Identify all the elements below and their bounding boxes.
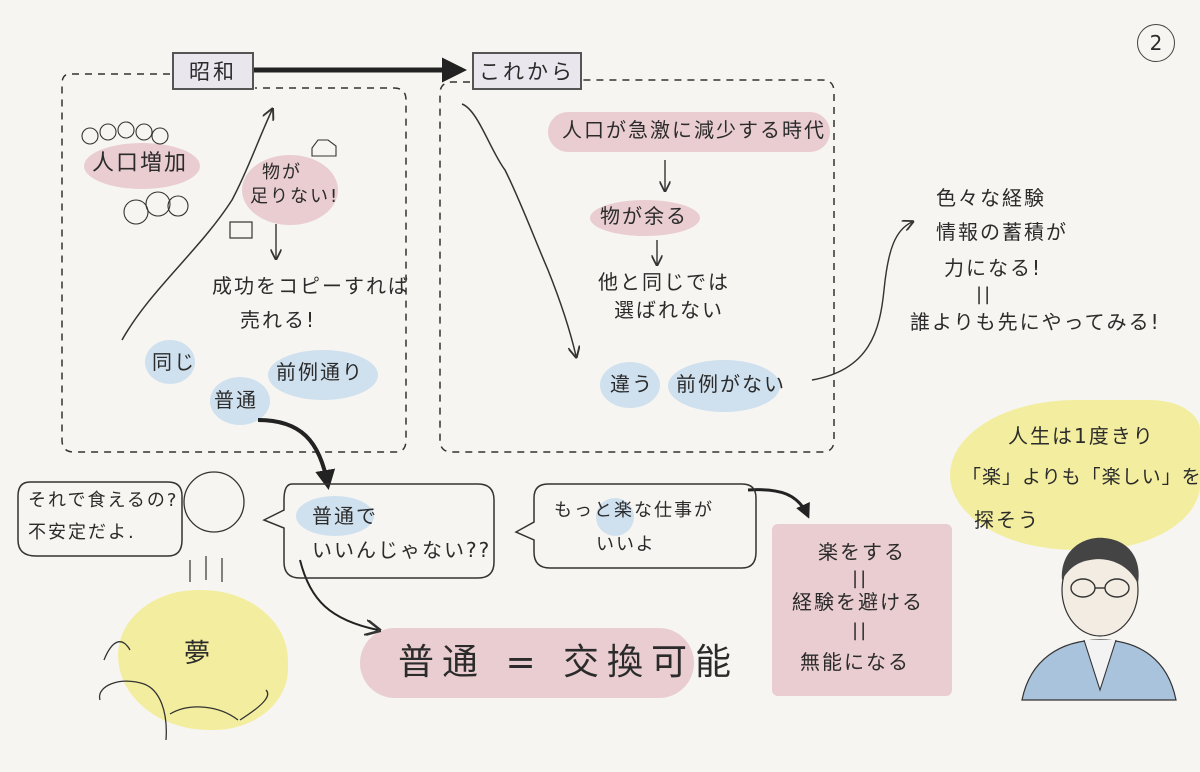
life-message-line1: 人生は1度きり (1008, 424, 1155, 448)
showa-frame (61, 73, 407, 453)
easy-box-line1: 楽をする (818, 540, 906, 564)
speech-middle-line1: 普通で (312, 504, 378, 528)
highlight-easy-in-speech (596, 498, 634, 536)
tag-no-precedent: 前例がない (676, 372, 786, 396)
success-copy-line2: 売れる! (240, 308, 317, 332)
highlight-shortage (242, 155, 338, 225)
tv-doodle (229, 221, 253, 239)
arrow-to-experience-note (811, 222, 912, 381)
page-number: 2 (1137, 24, 1175, 62)
experience-line1: 色々な経験 (936, 186, 1046, 210)
highlight-precedent (268, 350, 378, 400)
showa-header: 昭和 (172, 52, 254, 90)
experience-line3: 力になる! (944, 256, 1043, 280)
success-copy-line1: 成功をコピーすれば (212, 274, 410, 298)
easy-box-line2: 経験を避ける (792, 590, 924, 614)
life-message-line2: 「楽」よりも「楽しい」を (962, 466, 1200, 488)
dream-label: 夢 (184, 639, 213, 669)
tag-same: 同じ (152, 350, 196, 374)
future-frame (439, 79, 835, 453)
tag-precedent: 前例通り (276, 360, 364, 384)
presenter-glasses (1070, 578, 1130, 598)
speech-right-line1: もっと楽な仕事が (554, 500, 714, 521)
speech-bubble-middle (262, 483, 495, 579)
surplus-label: 物が余る (600, 204, 688, 228)
speech-left-line2: 不安定だよ. (28, 522, 136, 543)
highlight-population-increase (84, 143, 200, 189)
highlight-ordinary-speech (296, 496, 374, 536)
not-chosen-line1: 他と同じでは (598, 270, 730, 294)
speech-middle-line2: いいんじゃない?? (312, 538, 492, 562)
experience-line5: 誰よりも先にやってみる! (910, 310, 1161, 334)
presenter-collar (1083, 639, 1117, 692)
experience-line2: 情報の蓄積が (936, 220, 1068, 244)
arrow-speech-to-conclusion (299, 559, 378, 630)
speech-left-line1: それで食えるの? (28, 490, 179, 511)
dreamer-outline (99, 641, 269, 741)
speech-bubble-right (514, 483, 757, 569)
highlight-same (145, 340, 195, 384)
crowd-doodle (81, 121, 189, 225)
experience-equals: || (976, 284, 993, 305)
future-header: これから (472, 52, 582, 90)
highlight-surplus (590, 200, 700, 236)
car-doodle (311, 139, 337, 157)
life-message-line3: 探そう (974, 508, 1040, 532)
tag-ordinary: 普通 (214, 388, 258, 412)
arrow-ordinary-to-speech (257, 418, 336, 490)
highlight-population-decrease (548, 112, 830, 152)
easy-box-line3: 無能になる (800, 650, 910, 674)
highlight-different (600, 362, 660, 408)
rising-trend-line (121, 110, 272, 341)
easy-box-equals2: || (852, 620, 869, 641)
population-increase-label: 人口増加 (92, 151, 189, 176)
highlight-no-precedent (668, 360, 780, 412)
falling-trend-line (461, 103, 576, 356)
arrow-speech-to-easy-box (747, 488, 810, 519)
life-message-bubble (950, 400, 1200, 550)
speech-bubble-left (17, 481, 183, 557)
presenter-hair (1061, 537, 1139, 584)
speech-right-line2: いいよ (596, 534, 656, 555)
tag-different: 違う (610, 372, 654, 396)
shortage-label-line1: 物が (262, 162, 302, 183)
easy-box (772, 524, 952, 696)
worried-person-head (183, 471, 245, 533)
population-decrease-label: 人口が急激に減少する時代 (562, 118, 826, 142)
down-arrows (189, 556, 223, 582)
conclusion-label: 普通 = 交換可能 (398, 642, 740, 683)
conclusion-highlight (360, 628, 694, 698)
highlight-ordinary (210, 377, 270, 425)
shortage-label-line2: 足りない! (250, 186, 340, 207)
not-chosen-line2: 選ばれない (614, 298, 724, 322)
easy-box-equals1: || (852, 568, 869, 589)
